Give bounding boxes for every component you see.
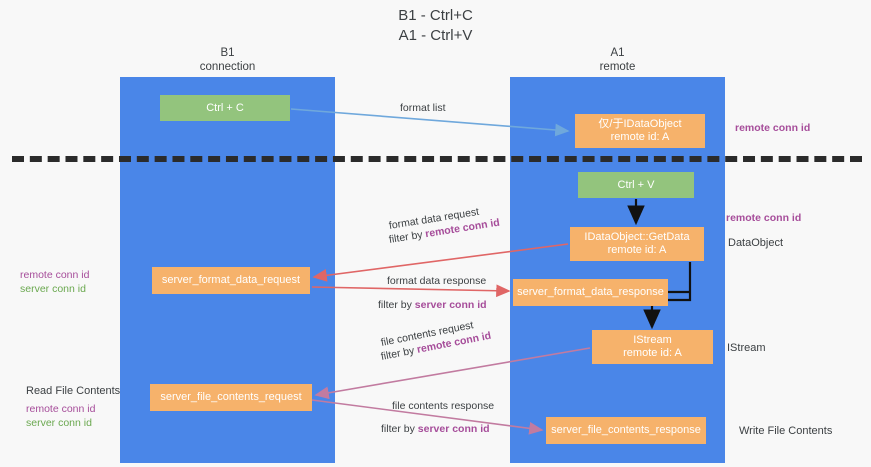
column-header-a1: A1 remote — [510, 46, 725, 74]
node-idataobject-sub: remote id: A — [610, 131, 670, 143]
filter-prefix: filter by — [381, 423, 418, 435]
filter-prefix: filter by — [378, 299, 415, 311]
node-idataobject-label: 仅/于IDataObject — [598, 118, 682, 130]
column-a1-name: A1 — [610, 47, 625, 59]
node-server-format-data-request-label: server_format_data_request — [161, 274, 301, 286]
label-file-contents-response: file contents response — [392, 400, 495, 412]
node-ctrl-v-label: Ctrl + V — [617, 178, 655, 191]
annotation-dataobject: DataObject — [728, 237, 784, 249]
node-istream-label: IStream — [633, 334, 672, 346]
label-format-list: format list — [400, 102, 446, 114]
column-b1-role: connection — [199, 61, 256, 73]
node-ctrl-v[interactable]: Ctrl + V — [578, 172, 694, 198]
node-server-file-contents-request[interactable]: server_file_contents_request — [150, 384, 312, 411]
node-ctrl-c[interactable]: Ctrl + C — [160, 95, 290, 121]
node-istream[interactable]: IStream remote id: A — [592, 330, 713, 364]
annotation-read-file-contents: Read File Contents — [26, 385, 121, 397]
annotation-remote-conn-id-top: remote conn id — [735, 122, 811, 134]
node-server-format-data-request[interactable]: server_format_data_request — [152, 267, 310, 294]
column-b1-name: B1 — [220, 47, 235, 59]
label-file-contents-response-filter: filter by server conn id — [381, 422, 490, 436]
node-getdata-sub: remote id: A — [607, 244, 667, 256]
node-server-format-data-response[interactable]: server_format_data_response — [513, 279, 668, 306]
annotation-istream: IStream — [727, 342, 766, 354]
annotation-left-conn-ids: remote conn id server conn id — [20, 268, 89, 296]
annotation-left-bottom-remote-conn-id: remote conn id — [26, 403, 96, 415]
node-getdata-label: IDataObject::GetData — [584, 231, 690, 243]
annotation-left-bottom-conn-ids: remote conn id server conn id — [26, 402, 95, 430]
node-istream-sub: remote id: A — [623, 347, 682, 359]
column-header-b1: B1 connection — [120, 46, 335, 74]
annotation-left-remote-conn-id: remote conn id — [20, 269, 90, 281]
annotation-remote-conn-id-mid: remote conn id — [726, 212, 802, 224]
annotation-write-file-contents: Write File Contents — [739, 425, 833, 437]
node-idataobject-getdata[interactable]: IDataObject::GetData remote id: A — [570, 227, 704, 261]
annotation-left-bottom-server-conn-id: server conn id — [26, 417, 92, 429]
filter-key: server conn id — [417, 423, 490, 435]
title-line-1: B1 - Ctrl+C — [398, 7, 473, 24]
diagram-title: B1 - Ctrl+C A1 - Ctrl+V — [0, 6, 871, 46]
node-ctrl-c-label: Ctrl + C — [206, 101, 244, 114]
column-a1-role: remote — [599, 61, 636, 73]
node-server-file-contents-response[interactable]: server_file_contents_response — [546, 417, 706, 444]
node-server-file-contents-request-label: server_file_contents_request — [160, 391, 302, 403]
label-format-data-response: format data response — [387, 275, 487, 287]
node-idataobject[interactable]: 仅/于IDataObject remote id: A — [575, 114, 705, 148]
filter-key: server conn id — [414, 299, 487, 311]
node-server-format-data-response-label: server_format_data_response — [517, 286, 664, 298]
node-server-file-contents-response-label: server_file_contents_response — [551, 424, 701, 436]
title-line-2: A1 - Ctrl+V — [398, 27, 473, 44]
label-format-data-response-filter: filter by server conn id — [378, 298, 487, 312]
phase-divider — [12, 156, 862, 162]
annotation-left-server-conn-id: server conn id — [20, 283, 86, 295]
